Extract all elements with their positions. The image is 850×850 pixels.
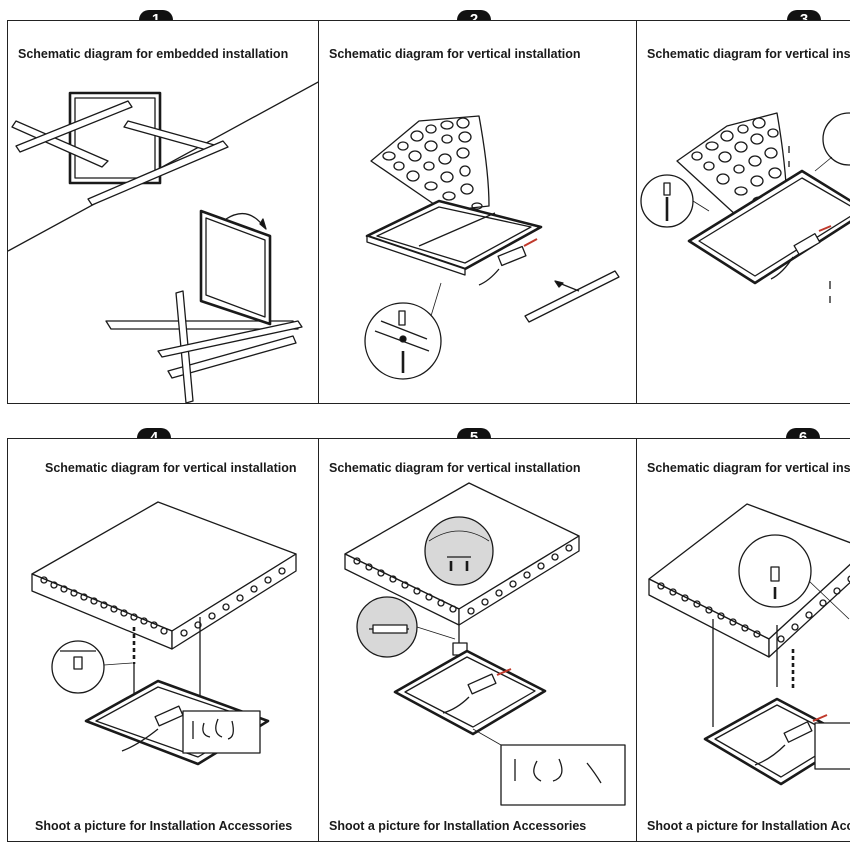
vertical-installation-drawing-d	[344, 482, 626, 806]
panel-caption: Shoot a picture for Installation Acce	[647, 819, 850, 833]
vertical-installation-drawing-b	[640, 112, 850, 303]
panel-6: Schematic diagram for vertical insta	[636, 438, 850, 842]
panel-title: Schematic diagram for vertical installat…	[329, 47, 581, 61]
panel-5: Schematic diagram for vertical installat…	[318, 438, 638, 842]
panel-4: Schematic diagram for vertical installat…	[7, 438, 319, 842]
panel-1: Schematic diagram for embedded installat…	[7, 20, 319, 404]
vertical-installation-drawing-a	[364, 115, 620, 380]
vertical-installation-drawing-e	[648, 503, 850, 786]
panel-2: Schematic diagram for vertical installat…	[318, 20, 638, 404]
vertical-installation-drawing-c	[31, 501, 297, 766]
panel-3: Schematic diagram for vertical insta	[636, 20, 850, 404]
panel-caption: Shoot a picture for Installation Accesso…	[35, 819, 293, 833]
panel-caption: Shoot a picture for Installation Accesso…	[329, 819, 587, 833]
panel-title: Schematic diagram for vertical insta	[647, 47, 850, 61]
embedded-installation-drawing	[8, 81, 318, 403]
panel-title: Schematic diagram for embedded installat…	[18, 47, 289, 61]
panel-title: Schematic diagram for vertical installat…	[45, 461, 297, 475]
panel-title: Schematic diagram for vertical installat…	[329, 461, 581, 475]
panel-title: Schematic diagram for vertical insta	[647, 461, 850, 475]
